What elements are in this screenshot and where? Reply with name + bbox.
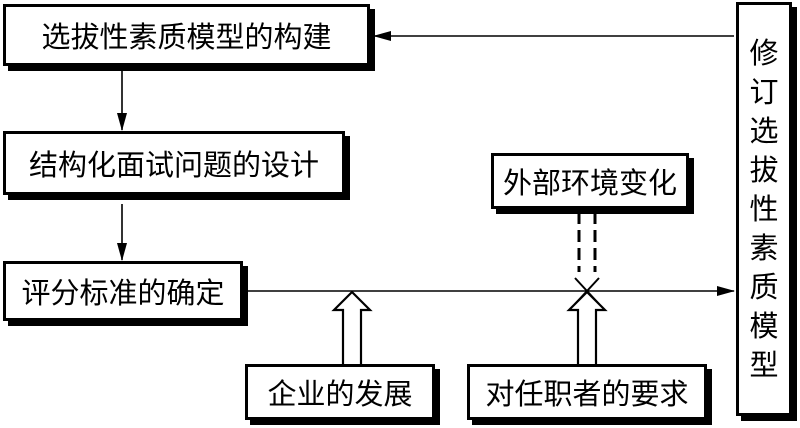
build-model-box: 选拔性素质模型的构建: [3, 4, 370, 66]
external-change-label: 外部环境变化: [502, 166, 677, 200]
revise-char: 选: [749, 113, 779, 148]
criteria-label: 评分标准的确定: [21, 276, 225, 310]
external-change-box: 外部环境变化: [491, 153, 689, 209]
revise-char: 订: [749, 74, 779, 109]
build-model-label: 选拔性素质模型的构建: [41, 20, 332, 54]
requirements-label: 对任职者的要求: [485, 377, 689, 411]
requirements-box: 对任职者的要求: [467, 364, 707, 420]
revise-char: 质: [749, 269, 779, 304]
revise-char: 素: [749, 230, 779, 265]
enterprise-development-label: 企业的发展: [267, 377, 413, 411]
requirements-hollow-arrow: [566, 290, 608, 364]
criteria-box: 评分标准的确定: [3, 261, 243, 321]
revise-char: 模: [749, 308, 779, 343]
revise-char: 性: [749, 191, 779, 226]
interview-design-box: 结构化面试问题的设计: [3, 131, 345, 195]
revise-char: 拔: [749, 152, 779, 187]
enterprise-hollow-arrow: [331, 290, 373, 364]
revise-char: 型: [749, 347, 779, 382]
revise-model-box: 修 订 选 拔 性 素 质 模 型: [736, 2, 792, 416]
revise-char: 修: [749, 35, 779, 70]
interview-design-label: 结构化面试问题的设计: [28, 148, 319, 182]
enterprise-development-box: 企业的发展: [245, 364, 435, 420]
